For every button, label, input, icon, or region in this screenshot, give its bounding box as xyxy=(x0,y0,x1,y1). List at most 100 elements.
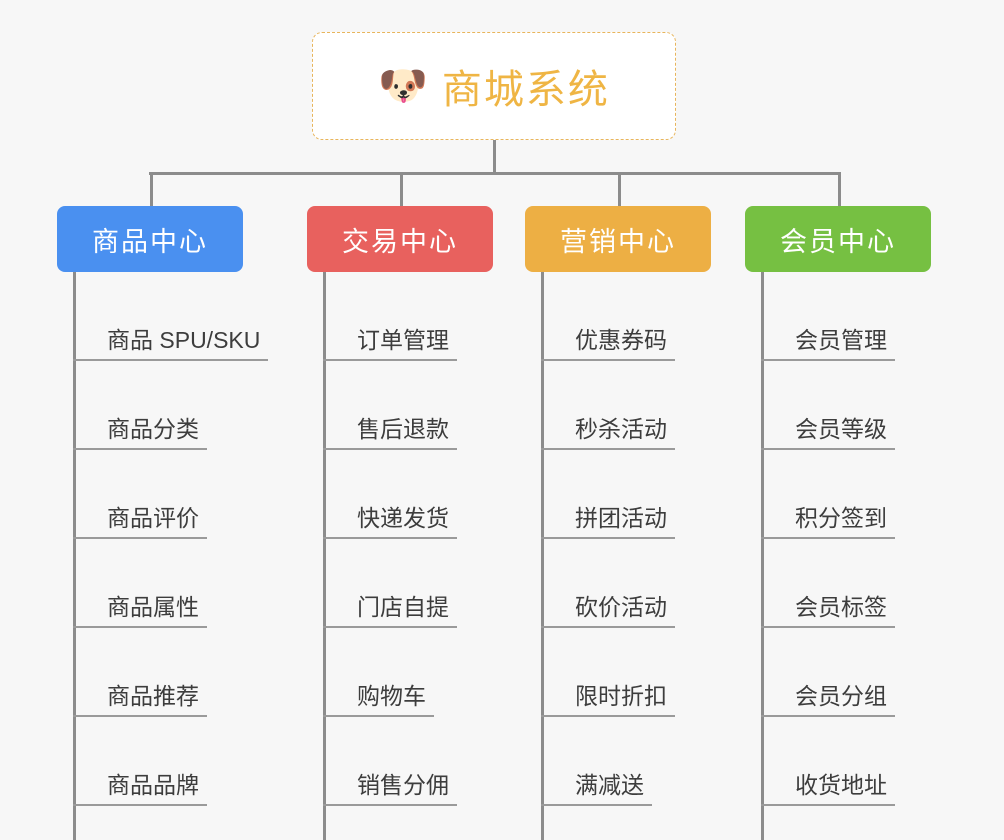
list-item[interactable]: 会员标签 xyxy=(761,539,976,628)
leaf-label: 商品分类 xyxy=(107,416,199,442)
leaf-label: 秒杀活动 xyxy=(575,416,667,442)
leaf-underline xyxy=(541,626,675,628)
branch-bus-connector xyxy=(149,172,839,175)
list-item[interactable]: 商品推荐 xyxy=(73,628,288,717)
leaf-underline xyxy=(323,359,457,361)
list-item[interactable]: 商品品牌 xyxy=(73,717,288,806)
list-item[interactable]: 会员分组 xyxy=(761,628,976,717)
leaf-underline xyxy=(73,626,207,628)
leaf-underline xyxy=(541,804,652,806)
list-item[interactable]: 商品 SPU/SKU xyxy=(73,272,288,361)
leaf-label: 门店自提 xyxy=(357,594,449,620)
leaf-underline xyxy=(761,715,895,717)
leaf-label: 拼团活动 xyxy=(575,505,667,531)
category-label-0: 商品中心 xyxy=(92,226,208,257)
category-column-3: 会员中心 会员管理 会员等级 积分签到 会员标签 会员分组 收货地址 xyxy=(745,172,960,840)
category-column-2: 营销中心 优惠券码 秒杀活动 拼团活动 砍价活动 限时折扣 满减送 xyxy=(525,172,740,840)
leaf-label: 快递发货 xyxy=(357,505,449,531)
leaf-list-0: 商品 SPU/SKU 商品分类 商品评价 商品属性 商品推荐 商品品牌 xyxy=(73,272,288,806)
leaf-label: 优惠券码 xyxy=(575,327,667,353)
leaf-label: 积分签到 xyxy=(795,505,887,531)
leaf-spine-3 xyxy=(761,272,764,840)
category-drop-connector-3 xyxy=(838,172,841,206)
leaf-underline xyxy=(761,359,895,361)
list-item[interactable]: 积分签到 xyxy=(761,450,976,539)
leaf-underline xyxy=(541,448,675,450)
list-item[interactable]: 会员管理 xyxy=(761,272,976,361)
leaf-underline xyxy=(541,715,675,717)
leaf-underline xyxy=(761,448,895,450)
leaf-label: 满减送 xyxy=(575,772,644,798)
leaf-underline xyxy=(73,715,207,717)
leaf-label: 会员标签 xyxy=(795,594,887,620)
leaf-underline xyxy=(73,804,207,806)
list-item[interactable]: 满减送 xyxy=(541,717,756,806)
list-item[interactable]: 秒杀活动 xyxy=(541,361,756,450)
category-column-0: 商品中心 商品 SPU/SKU 商品分类 商品评价 商品属性 商品推荐 商品品牌 xyxy=(57,172,287,840)
leaf-list-3: 会员管理 会员等级 积分签到 会员标签 会员分组 收货地址 xyxy=(761,272,976,806)
leaf-label: 售后退款 xyxy=(357,416,449,442)
leaf-spine-2 xyxy=(541,272,544,840)
leaf-label: 会员管理 xyxy=(795,327,887,353)
leaf-spine-0 xyxy=(73,272,76,840)
list-item[interactable]: 收货地址 xyxy=(761,717,976,806)
leaf-underline xyxy=(761,626,895,628)
leaf-label: 商品属性 xyxy=(107,594,199,620)
leaf-list-1: 订单管理 售后退款 快递发货 门店自提 购物车 销售分佣 xyxy=(323,272,538,806)
leaf-underline xyxy=(323,626,457,628)
category-drop-connector-2 xyxy=(618,172,621,206)
list-item[interactable]: 商品评价 xyxy=(73,450,288,539)
leaf-label: 限时折扣 xyxy=(575,683,667,709)
leaf-underline xyxy=(323,537,457,539)
root-title: 商城系统 xyxy=(441,68,610,112)
list-item[interactable]: 商品属性 xyxy=(73,539,288,628)
list-item[interactable]: 限时折扣 xyxy=(541,628,756,717)
list-item[interactable]: 门店自提 xyxy=(323,539,538,628)
list-item[interactable]: 订单管理 xyxy=(323,272,538,361)
leaf-underline xyxy=(73,359,268,361)
category-header-0[interactable]: 商品中心 xyxy=(57,206,243,272)
list-item[interactable]: 拼团活动 xyxy=(541,450,756,539)
list-item[interactable]: 快递发货 xyxy=(323,450,538,539)
list-item[interactable]: 优惠券码 xyxy=(541,272,756,361)
leaf-list-2: 优惠券码 秒杀活动 拼团活动 砍价活动 限时折扣 满减送 xyxy=(541,272,756,806)
leaf-underline xyxy=(761,537,895,539)
leaf-label: 收货地址 xyxy=(795,772,887,798)
leaf-underline xyxy=(761,804,895,806)
category-column-1: 交易中心 订单管理 售后退款 快递发货 门店自提 购物车 销售分佣 xyxy=(307,172,522,840)
leaf-underline xyxy=(323,804,457,806)
list-item[interactable]: 商品分类 xyxy=(73,361,288,450)
root-node[interactable]: 🐶 商城系统 xyxy=(312,32,676,140)
list-item[interactable]: 销售分佣 xyxy=(323,717,538,806)
leaf-label: 销售分佣 xyxy=(357,772,449,798)
leaf-label: 订单管理 xyxy=(357,327,449,353)
dog-face-icon: 🐶 xyxy=(378,64,428,108)
leaf-underline xyxy=(323,715,434,717)
leaf-label: 商品评价 xyxy=(107,505,199,531)
list-item[interactable]: 砍价活动 xyxy=(541,539,756,628)
leaf-label: 商品 SPU/SKU xyxy=(107,327,261,353)
list-item[interactable]: 售后退款 xyxy=(323,361,538,450)
category-label-1: 交易中心 xyxy=(342,226,458,257)
list-item[interactable]: 会员等级 xyxy=(761,361,976,450)
leaf-underline xyxy=(323,448,457,450)
root-stem-connector xyxy=(493,140,496,174)
leaf-label: 会员等级 xyxy=(795,416,887,442)
category-label-3: 会员中心 xyxy=(780,226,896,257)
leaf-label: 砍价活动 xyxy=(575,594,667,620)
leaf-spine-1 xyxy=(323,272,326,840)
leaf-underline xyxy=(73,448,207,450)
category-drop-connector-0 xyxy=(150,172,153,206)
leaf-underline xyxy=(541,359,675,361)
category-header-3[interactable]: 会员中心 xyxy=(745,206,931,272)
category-drop-connector-1 xyxy=(400,172,403,206)
leaf-underline xyxy=(73,537,207,539)
list-item[interactable]: 购物车 xyxy=(323,628,538,717)
category-header-2[interactable]: 营销中心 xyxy=(525,206,711,272)
leaf-label: 购物车 xyxy=(357,683,426,709)
category-label-2: 营销中心 xyxy=(560,226,676,257)
leaf-label: 商品品牌 xyxy=(107,772,199,798)
leaf-label: 商品推荐 xyxy=(107,683,199,709)
category-header-1[interactable]: 交易中心 xyxy=(307,206,493,272)
